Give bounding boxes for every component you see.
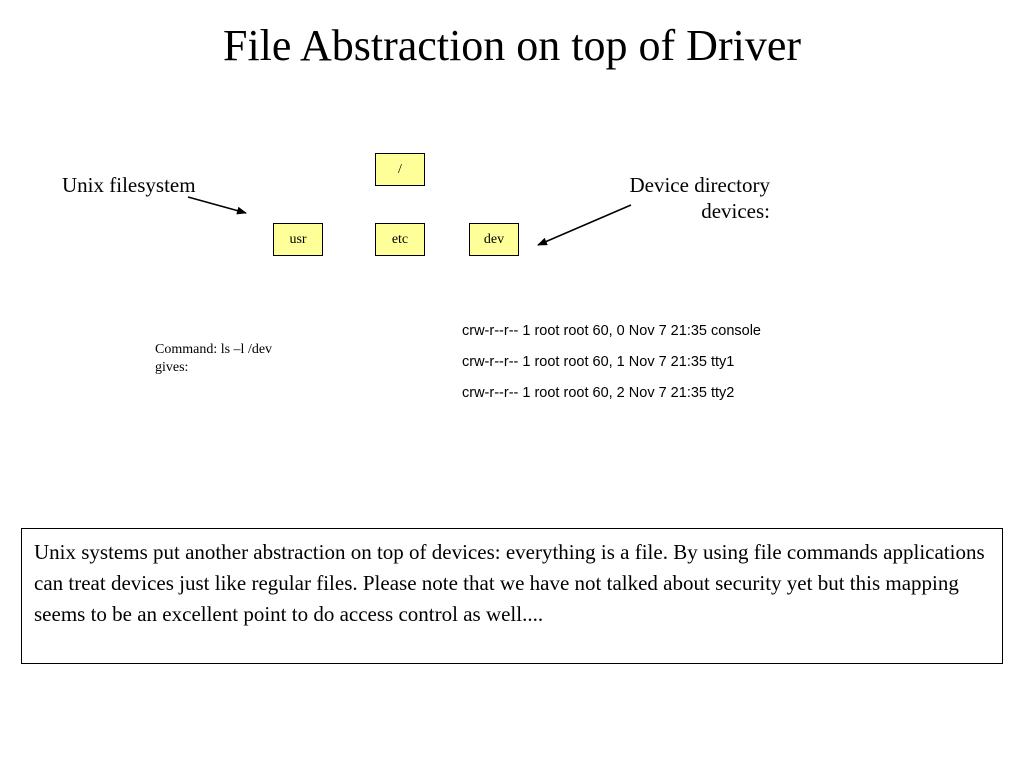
arrow-unix-filesystem	[187, 196, 247, 215]
listing-line-tty2: crw-r--r-- 1 root root 60, 2 Nov 7 21:35…	[462, 385, 735, 401]
note-box: Unix systems put another abstraction on …	[21, 528, 1003, 664]
label-device-directory-line1: Device directory	[629, 173, 770, 197]
listing-line-tty1: crw-r--r-- 1 root root 60, 1 Nov 7 21:35…	[462, 354, 735, 370]
command-gives: gives:	[155, 360, 189, 375]
label-device-directory-line2: devices:	[701, 199, 770, 223]
command-line: Command: ls –l /dev	[155, 342, 273, 357]
tree-node-usr: usr	[273, 223, 323, 256]
dev-listing: crw-r--r-- 1 root root 60, 0 Nov 7 21:35…	[462, 321, 802, 414]
listing-line-console: crw-r--r-- 1 root root 60, 0 Nov 7 21:35…	[462, 323, 761, 339]
arrow-device-directory	[537, 204, 632, 246]
label-device-directory: Device directory devices:	[560, 172, 770, 224]
slide-title: File Abstraction on top of Driver	[222, 21, 801, 70]
tree-node-etc: etc	[375, 223, 425, 256]
tree-node-dev: dev	[469, 223, 519, 256]
label-unix-filesystem: Unix filesystem	[62, 173, 196, 197]
command-text: Command: ls –l /dev gives:	[155, 341, 335, 377]
tree-node-root: /	[375, 153, 425, 186]
